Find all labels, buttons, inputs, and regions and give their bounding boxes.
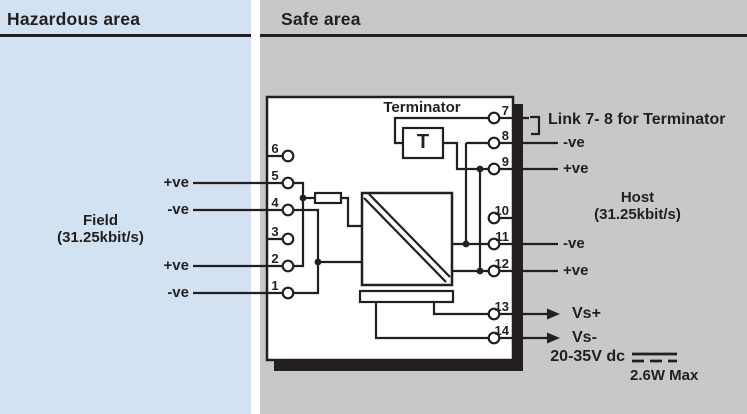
- power-bar: [358, 289, 455, 304]
- host-t11-polarity: -ve: [563, 235, 585, 252]
- terminator-wiring: [393, 116, 558, 271]
- wire: [393, 116, 529, 145]
- terminal-3-circle: [281, 232, 295, 246]
- vs-minus-label: Vs-: [572, 329, 597, 346]
- terminal-number-12: 12: [494, 256, 509, 271]
- terminal-7-circle: [487, 111, 501, 125]
- terminator-box: [401, 126, 445, 160]
- junction-dot: [476, 165, 484, 173]
- terminal-number-9: 9: [501, 154, 509, 169]
- terminal-11-circle: [487, 237, 501, 251]
- terminal-number-5: 5: [271, 168, 279, 183]
- device-shadow-bottom: [274, 360, 523, 371]
- terminal-1-circle: [281, 286, 295, 300]
- host-title: Host: [620, 189, 655, 206]
- wire: [193, 181, 305, 268]
- terminal-10-circle: [487, 211, 501, 225]
- terminal-number-14: 14: [494, 323, 509, 338]
- field-t2-polarity: +ve: [163, 257, 189, 274]
- host-t12-polarity: +ve: [563, 262, 589, 279]
- link-bracket-icon: [530, 115, 541, 136]
- terminal-number-4: 4: [271, 195, 279, 210]
- arrow-right-icon: [547, 332, 560, 344]
- junction-dot: [314, 258, 322, 266]
- resistor-icon: [313, 191, 343, 205]
- terminal-number-3: 3: [271, 224, 279, 239]
- terminal-8-circle: [487, 136, 501, 150]
- wire: [341, 196, 362, 228]
- arrow-right-icon: [547, 308, 560, 320]
- max-power-label: 2.6W Max: [630, 367, 699, 384]
- junction-dot: [462, 240, 470, 248]
- device-shadow-right: [513, 104, 523, 371]
- field-wiring: [193, 154, 362, 295]
- terminal-circles: [281, 111, 501, 345]
- hazardous-area-panel: [0, 0, 251, 414]
- terminal-5-circle: [281, 176, 295, 190]
- supply-voltage-label: 20-35V dc: [550, 348, 625, 365]
- terminal-number-2: 2: [271, 251, 279, 266]
- safe-title-rule: [260, 34, 747, 37]
- link-note: Link 7- 8 for Terminator: [548, 111, 726, 128]
- field-title: Field: [82, 212, 118, 229]
- field-t5-polarity: +ve: [163, 174, 189, 191]
- host-t9-polarity: +ve: [563, 160, 589, 177]
- junction-dot: [299, 194, 307, 202]
- hazardous-title-rule: [0, 34, 251, 37]
- isolator-diagonal: [363, 197, 447, 283]
- hazardous-area-title: Hazardous area: [7, 9, 141, 29]
- wire: [193, 208, 320, 295]
- terminator-label: Terminator: [383, 99, 461, 116]
- terminal-2-circle: [281, 259, 295, 273]
- host-t8-polarity: -ve: [563, 134, 585, 151]
- terminal-12-circle: [487, 264, 501, 278]
- dc-symbol-icon: [632, 352, 677, 363]
- terminal-14-circle: [487, 331, 501, 345]
- terminal-13-circle: [487, 307, 501, 321]
- vs-plus-label: Vs+: [572, 305, 601, 322]
- terminal-6-circle: [281, 149, 295, 163]
- terminal-number-10: 10: [494, 203, 509, 218]
- junction-dot: [476, 267, 484, 275]
- terminal-number-7: 7: [501, 103, 509, 118]
- field-t1-polarity: -ve: [167, 284, 189, 301]
- isolator-body: [360, 191, 454, 287]
- terminal-9-circle: [487, 162, 501, 176]
- field-t4-polarity: -ve: [167, 201, 189, 218]
- safe-area-title: Safe area: [281, 9, 361, 29]
- terminal-number-11: 11: [495, 229, 509, 244]
- isolator-icon: [360, 191, 454, 287]
- terminal-number-6: 6: [271, 141, 279, 156]
- terminal-number-13: 13: [494, 299, 509, 314]
- isolator-diagonal: [368, 193, 451, 278]
- terminal-number-8: 8: [501, 128, 509, 143]
- terminal-4-circle: [281, 203, 295, 217]
- field-rate: (31.25kbit/s): [57, 229, 144, 246]
- terminator-t-symbol: T: [416, 131, 430, 153]
- wire: [432, 302, 547, 316]
- terminal-number-1: 1: [271, 278, 279, 293]
- host-rate: (31.25kbit/s): [594, 206, 681, 223]
- wire: [443, 141, 558, 171]
